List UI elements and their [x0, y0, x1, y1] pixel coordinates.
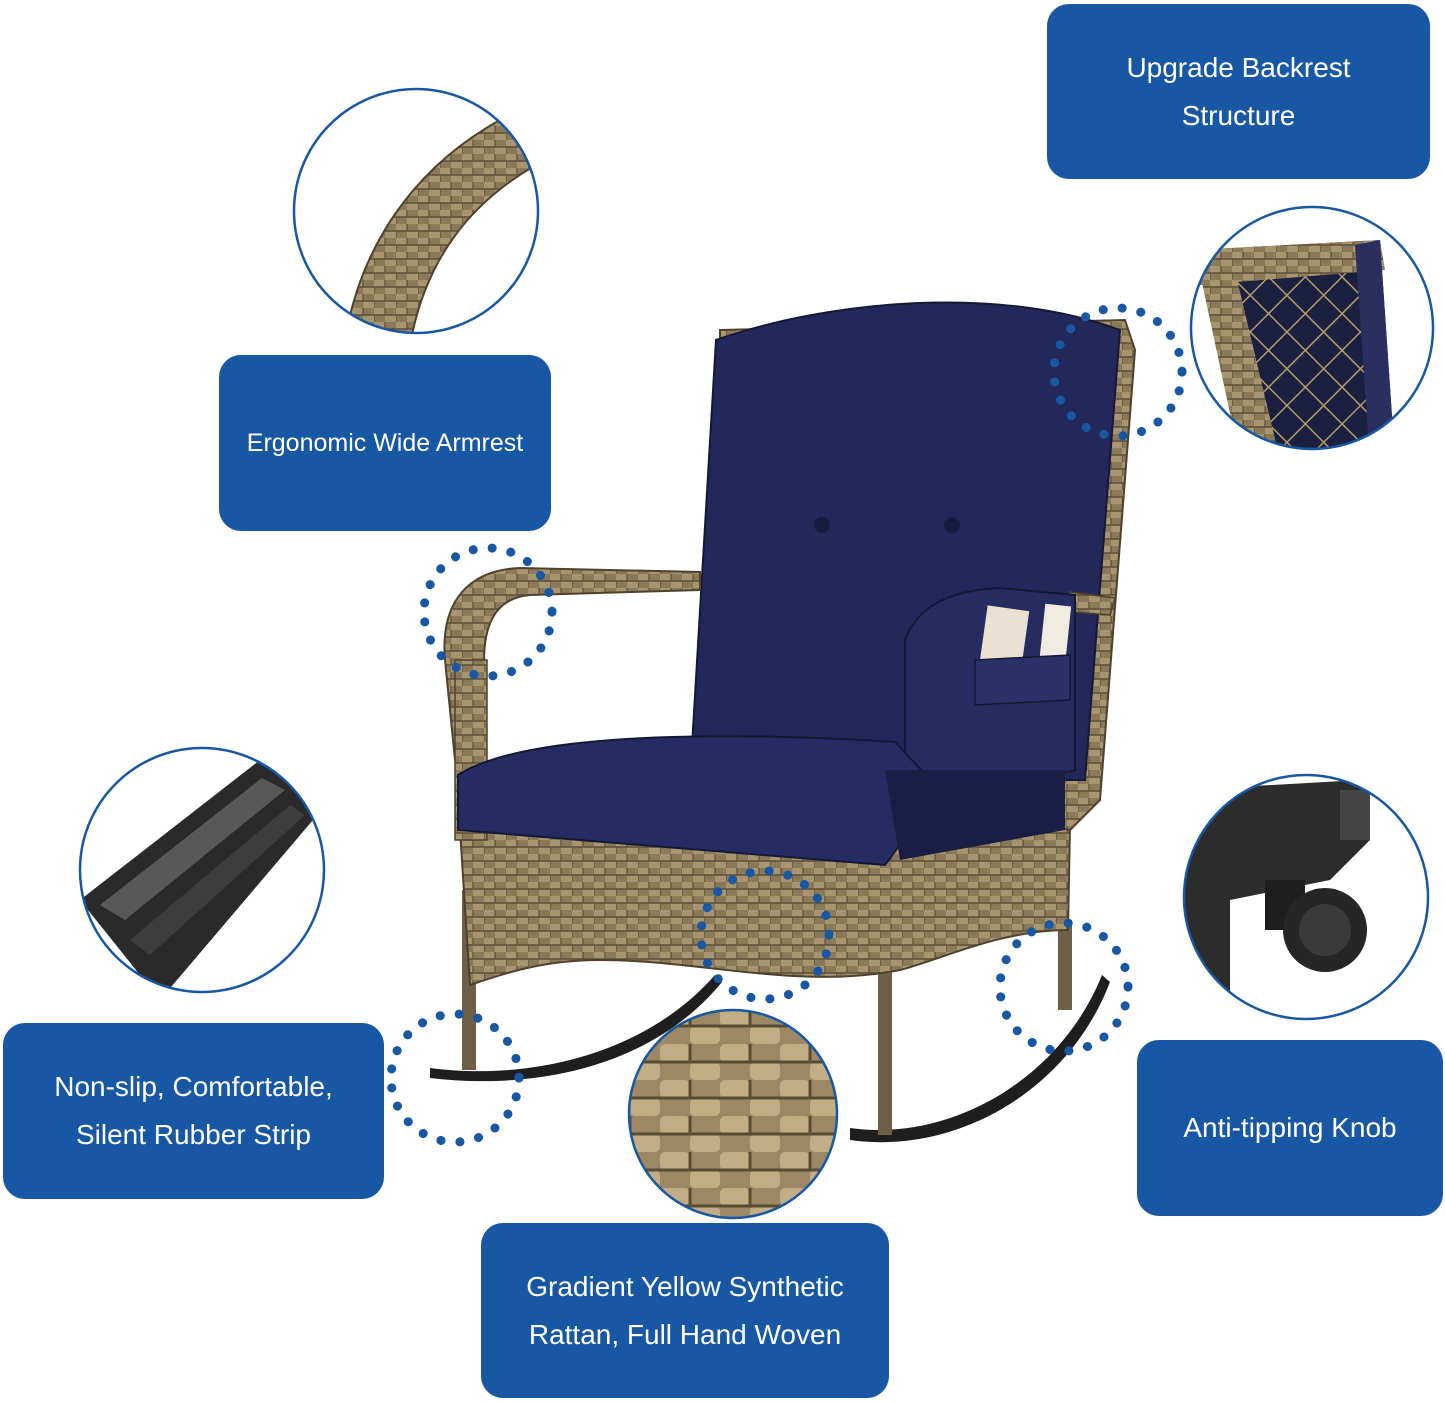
rubber-label-line2: Silent Rubber Strip — [75, 1119, 311, 1150]
rattan-detail-circle — [627, 1008, 839, 1220]
dotted-markers — [386, 303, 1187, 1147]
armrest-label: Ergonomic Wide Armrest — [219, 355, 551, 531]
rattan-label: Gradient Yellow Synthetic Rattan, Full H… — [481, 1223, 889, 1398]
right-rocker — [850, 975, 1110, 1143]
left-rocker — [430, 975, 722, 1082]
dotted-ring-armrest — [419, 543, 557, 681]
rattan-label-line2: Rattan, Full Hand Woven — [528, 1318, 842, 1350]
dotted-ring-rattan — [696, 866, 834, 1004]
dotted-ring-rubber — [386, 1009, 524, 1147]
dotted-ring-knob — [995, 918, 1133, 1056]
rubber-strip-detail-circle — [78, 746, 326, 994]
rocking-chair — [430, 301, 1137, 1143]
knob-detail-circle — [1182, 773, 1430, 1021]
knob-label: Anti-tipping Knob — [1137, 1040, 1443, 1216]
backrest-label-line1: Upgrade Backrest — [1126, 51, 1351, 83]
armrest-detail-circle — [292, 87, 540, 335]
backrest-label-line2: Structure — [1181, 99, 1296, 131]
armrest-label-line1: Ergonomic Wide Armrest — [246, 429, 524, 457]
knob-label-line1: Anti-tipping Knob — [1183, 1112, 1397, 1143]
rattan-label-line1: Gradient Yellow Synthetic — [526, 1270, 844, 1302]
rubber-label-line1: Non-slip, Comfortable, — [54, 1071, 333, 1102]
seat-cushion — [457, 735, 942, 867]
backrest-label: Upgrade Backrest Structure — [1047, 4, 1430, 179]
chair-base-weave — [458, 823, 1072, 987]
backrest-detail-circle — [1189, 205, 1435, 451]
rubber-strip-label: Non-slip, Comfortable, Silent Rubber Str… — [3, 1023, 384, 1199]
dotted-ring-backrest — [1049, 303, 1187, 441]
